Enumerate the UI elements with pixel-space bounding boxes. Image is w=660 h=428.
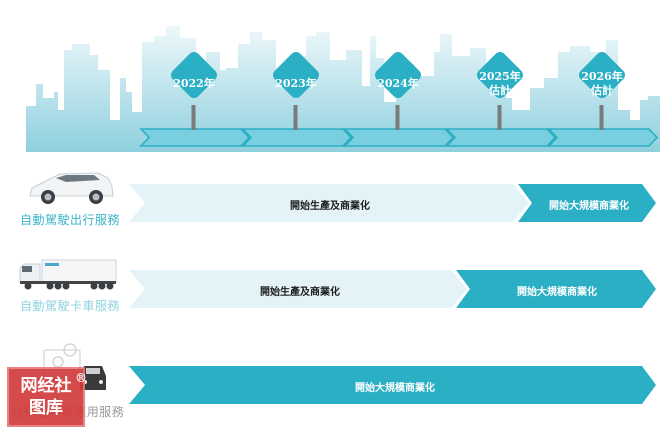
milestone-estimate: 估計 — [591, 84, 613, 97]
watermark-line2: 图库 — [29, 398, 63, 418]
phase2-arrow — [456, 270, 656, 308]
robotaxi-car-icon — [29, 172, 114, 204]
phase2-label: 開始大規模商業化 — [549, 201, 629, 212]
phase1-arrow — [129, 184, 529, 222]
milestone-year: 2024年 — [377, 77, 419, 90]
milestone-year: 2023年 — [275, 77, 317, 90]
phase2-label: 開始大規模商業化 — [517, 287, 597, 298]
milestone-year: 2025年 — [479, 70, 521, 83]
diamond-sign-icon — [579, 52, 625, 130]
autonomous-truck-icon — [19, 259, 117, 290]
diamond-sign-icon — [171, 52, 217, 130]
milestone-year: 2026年 — [581, 70, 623, 83]
phase2-arrow — [518, 184, 656, 222]
diamond-sign-icon — [375, 52, 421, 130]
timeline-arrow — [139, 128, 659, 147]
milestone-estimate: 估計 — [489, 84, 511, 97]
diamond-sign-icon — [477, 52, 523, 130]
phase1-arrow — [129, 270, 467, 308]
row-label: 自動駕駛出行服務 — [19, 213, 120, 227]
diamond-sign-icon — [273, 52, 319, 130]
phase1-label: 開始生產及商業化 — [260, 287, 340, 298]
milestone-year: 2022年 — [173, 77, 215, 90]
watermark-line1: 网经社 — [20, 376, 72, 396]
watermark-stamp: 网经社 图库 ® — [7, 367, 87, 427]
phase-arrow — [129, 366, 656, 404]
row-label: 自動駕駛卡車服務 — [19, 299, 120, 313]
phase-label: 開始大規模商業化 — [355, 383, 435, 394]
registered-mark-icon: ® — [75, 371, 87, 385]
phase1-label: 開始生產及商業化 — [290, 201, 370, 212]
